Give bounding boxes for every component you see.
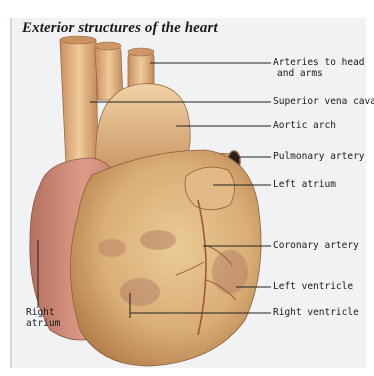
label-right-ventricle: Right ventricle	[273, 307, 359, 318]
label-arteries: Arteries to head and arms	[273, 57, 365, 79]
label-right-atrium-line2: atrium	[26, 318, 60, 329]
label-arteries-line2: and arms	[273, 68, 365, 79]
label-right-atrium-line1: Right	[26, 307, 60, 318]
label-left-ventricle: Left ventricle	[273, 281, 353, 292]
label-coronary-artery: Coronary artery	[273, 240, 359, 251]
superior-vena-cava	[60, 40, 98, 165]
label-left-atrium: Left atrium	[273, 179, 336, 190]
label-superior-vena-cava: Superior vena cava	[273, 96, 374, 107]
label-right-atrium: Right atrium	[26, 307, 60, 329]
label-aortic-arch: Aortic arch	[273, 120, 336, 131]
left-atrium	[185, 167, 234, 210]
label-arteries-line1: Arteries to head	[273, 57, 365, 68]
label-pulmonary-artery: Pulmonary artery	[273, 151, 365, 162]
